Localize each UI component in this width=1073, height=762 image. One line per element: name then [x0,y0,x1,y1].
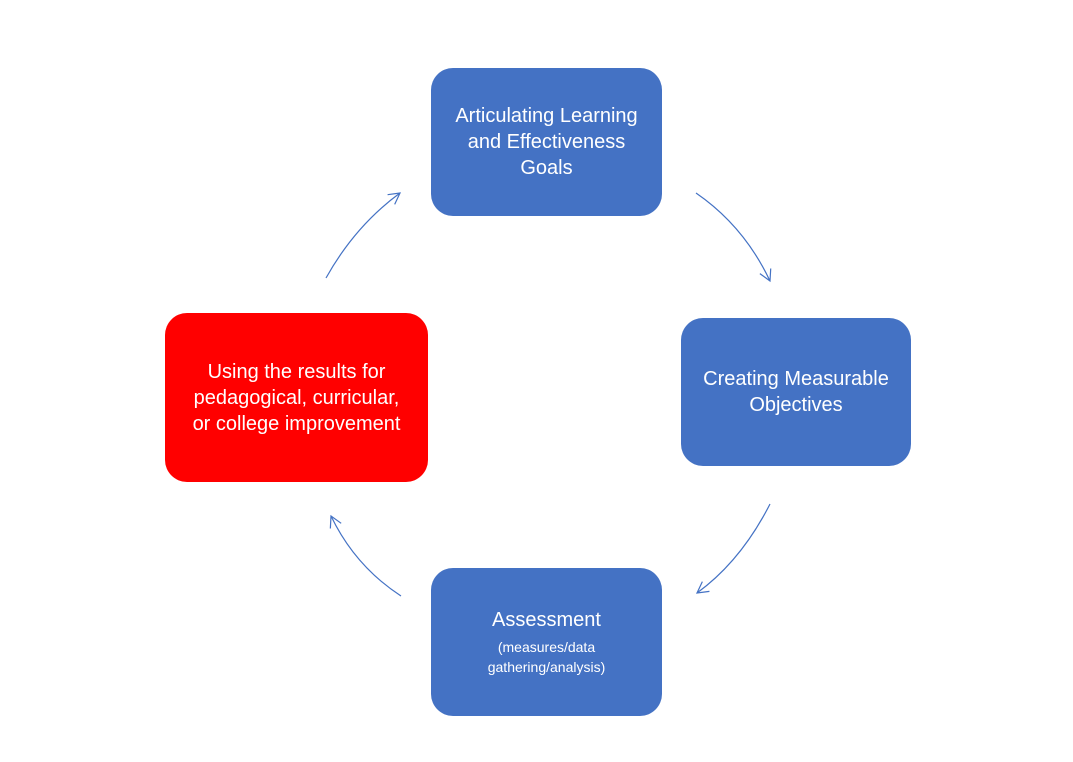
objectives-node-label: Creating Measurable Objectives [703,368,889,416]
objectives-node: Creating Measurable Objectives [681,318,911,466]
assessment-node-label: Assessment [492,609,601,631]
arrow-results-to-goals [325,192,402,279]
arrow-objectives-to-assessment [695,503,771,594]
assessment-node: Assessment (measures/data gathering/anal… [431,568,662,716]
results-node: Using the results for pedagogical, curri… [165,313,428,482]
arrow-assessment-to-results [329,514,402,597]
arrow-goals-to-objectives [695,192,772,283]
results-node-label: Using the results for pedagogical, curri… [192,360,401,435]
goals-node: Articulating Learning and Effectiveness … [431,68,662,216]
assessment-node-sublabel: (measures/data gathering/analysis) [487,639,606,675]
goals-node-label: Articulating Learning and Effectiveness … [455,105,638,179]
